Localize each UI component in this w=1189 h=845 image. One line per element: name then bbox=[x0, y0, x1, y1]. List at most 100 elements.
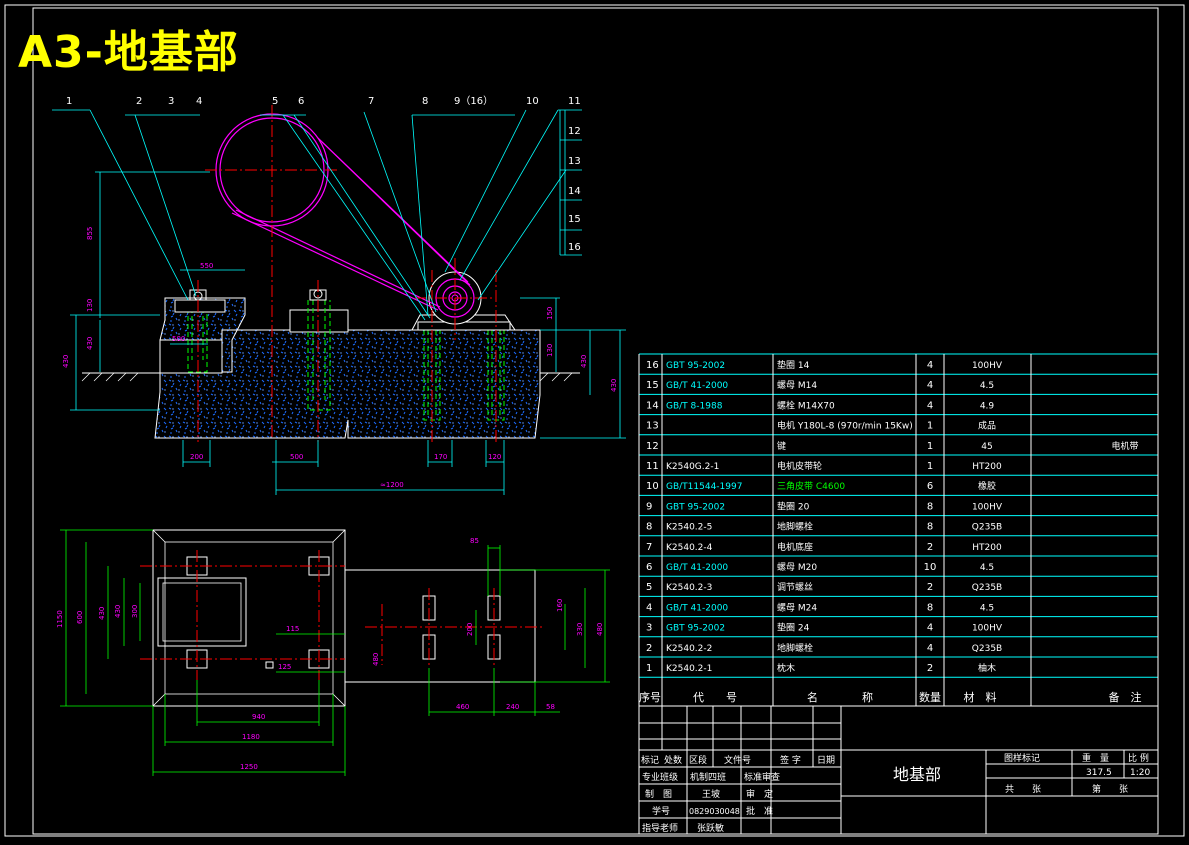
part-qty: 4 bbox=[927, 623, 933, 634]
tb-value: 王坡 bbox=[702, 788, 720, 800]
table-header-cell: 代 号 bbox=[693, 691, 737, 704]
part-no: 7 bbox=[646, 542, 652, 553]
part-name: 螺母 M14 bbox=[777, 380, 817, 391]
tb-value: 317.5 bbox=[1086, 768, 1112, 778]
part-no: 13 bbox=[646, 421, 659, 432]
dim-text: 430 bbox=[86, 337, 94, 350]
tb-label: 比 例 bbox=[1128, 752, 1149, 764]
part-material: 100HV bbox=[972, 361, 1003, 371]
part-no: 14 bbox=[646, 400, 659, 411]
part-name: 垫圈 24 bbox=[777, 622, 810, 634]
part-material: Q235B bbox=[972, 583, 1002, 593]
part-name: 螺母 M24 bbox=[777, 602, 817, 613]
tb-value: 0829030048 bbox=[689, 807, 740, 816]
dim-text: 200 bbox=[466, 623, 474, 636]
dimension-lines bbox=[70, 171, 626, 495]
balloon-labels: 1 2 3 4 5 6 7 8 9（16） 10 11 12 13 14 15 … bbox=[66, 95, 581, 253]
part-code: K2540.2-1 bbox=[666, 664, 712, 674]
balloon: 11 bbox=[568, 96, 581, 107]
dim-text: 330 bbox=[576, 623, 584, 636]
part-code: K2540.2-2 bbox=[666, 644, 712, 654]
part-qty: 8 bbox=[927, 522, 933, 533]
part-code: K2540.2-3 bbox=[666, 583, 712, 593]
dim-text: 115 bbox=[286, 625, 299, 633]
balloon: 2 bbox=[136, 96, 142, 107]
dim-text: 430 bbox=[98, 607, 106, 620]
tb-label: 专业班级 bbox=[642, 771, 678, 783]
title-block: 标记 处数 区段 文件号 签 字 日期 专业班级 机制四班 标准审查 制 图 王… bbox=[638, 705, 1159, 835]
part-no: 12 bbox=[646, 441, 659, 452]
part-qty: 1 bbox=[927, 421, 933, 432]
part-qty: 4 bbox=[927, 400, 933, 411]
part-no: 4 bbox=[646, 602, 652, 613]
part-name: 三角皮带 C4600 bbox=[777, 480, 845, 492]
dim-text: 430 bbox=[610, 379, 618, 392]
front-section-view: 855 130 430 430 550 500 200 500 170 120 … bbox=[52, 95, 626, 495]
part-material: 柚木 bbox=[978, 662, 996, 674]
part-code: GB/T 41-2000 bbox=[666, 381, 728, 391]
dim-text: 600 bbox=[76, 611, 84, 624]
part-no: 16 bbox=[646, 360, 659, 371]
part-qty: 1 bbox=[927, 441, 933, 452]
tb-label: 第 张 bbox=[1092, 783, 1128, 795]
part-no: 1 bbox=[646, 663, 652, 674]
bolt-pockets bbox=[186, 556, 536, 683]
part-name: 调节螺丝 bbox=[777, 581, 813, 593]
tb-label: 指导老师 bbox=[642, 822, 678, 834]
part-code: GBT 95-2002 bbox=[666, 502, 725, 512]
tb-label: 批 准 bbox=[746, 805, 773, 817]
balloon: 13 bbox=[568, 156, 581, 167]
dim-text: 460 bbox=[456, 703, 469, 711]
dim-text: 130 bbox=[86, 299, 94, 312]
tb-value: 张跃敏 bbox=[697, 822, 724, 834]
balloon-leaders bbox=[52, 109, 582, 321]
part-no: 5 bbox=[646, 582, 652, 593]
part-name: 垫圈 14 bbox=[777, 359, 810, 371]
part-no: 6 bbox=[646, 562, 652, 573]
tb-label: 日期 bbox=[817, 755, 835, 766]
part-qty: 8 bbox=[927, 501, 933, 512]
part-material: 橡胶 bbox=[978, 480, 996, 492]
part-material: 4.9 bbox=[980, 401, 995, 411]
center-lines bbox=[197, 105, 497, 442]
dim-text: 130 bbox=[546, 344, 554, 357]
dim-text: 1250 bbox=[240, 763, 258, 771]
front-dim-texts: 855 130 430 430 550 500 200 500 170 120 … bbox=[62, 227, 618, 489]
part-no: 10 bbox=[646, 481, 659, 492]
plan-center-lines bbox=[140, 550, 545, 680]
part-name: 键 bbox=[777, 440, 786, 452]
part-material: Q235B bbox=[972, 644, 1002, 654]
tb-label: 区段 bbox=[689, 754, 707, 766]
dim-text: 300 bbox=[131, 605, 139, 618]
part-name: 垫圈 20 bbox=[777, 500, 810, 512]
tb-value: 机制四班 bbox=[690, 771, 726, 783]
part-no: 2 bbox=[646, 643, 652, 654]
plan-dimension-lines bbox=[60, 529, 610, 776]
tb-label: 图样标记 bbox=[1004, 752, 1040, 764]
part-qty: 4 bbox=[927, 380, 933, 391]
tb-label: 学号 bbox=[652, 805, 670, 817]
dim-text: 430 bbox=[62, 355, 70, 368]
dim-text: 58 bbox=[546, 703, 555, 711]
part-material: 45 bbox=[981, 442, 992, 452]
part-material: 4.5 bbox=[980, 603, 994, 613]
table-header-cell: 备 注 bbox=[1109, 690, 1142, 704]
part-material: 100HV bbox=[972, 502, 1003, 512]
frame-pocket-plan bbox=[157, 577, 247, 647]
part-code: K2540G.2-1 bbox=[666, 462, 719, 472]
part-qty: 8 bbox=[927, 602, 933, 613]
part-no: 15 bbox=[646, 380, 659, 391]
tb-label: 处数 bbox=[664, 754, 682, 766]
part-qty: 2 bbox=[927, 582, 933, 593]
part-code: GBT 95-2002 bbox=[666, 624, 725, 634]
part-name: 电机底座 bbox=[777, 541, 813, 553]
plan-dim-texts: 1150 600 430 430 300 115 125 940 1180 12… bbox=[56, 537, 604, 771]
tb-value: 1:20 bbox=[1130, 768, 1150, 778]
dim-text: 550 bbox=[200, 262, 213, 270]
part-note: 电机带 bbox=[1111, 440, 1138, 452]
balloon: 5 bbox=[272, 96, 278, 107]
dim-text: 430 bbox=[114, 605, 122, 618]
part-material: 4.5 bbox=[980, 381, 994, 391]
